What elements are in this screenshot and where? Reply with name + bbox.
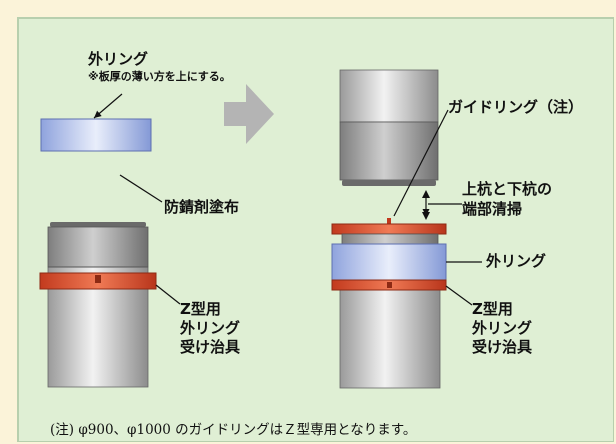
outer-ring-loose <box>40 118 152 152</box>
lower-pile-left <box>47 222 149 388</box>
label-z-holder-left-3: 受け治具 <box>180 338 241 356</box>
leader-z-holder-right <box>445 285 473 306</box>
leader-z-holder-left <box>155 284 181 305</box>
upper-pile <box>339 69 439 186</box>
label-end-cleaning-2: 端部清掃 <box>462 200 523 218</box>
footnote: (注) φ900、φ1000 のガイドリングはＺ型専用となります。 <box>50 422 417 438</box>
lower-pile-right <box>339 233 441 389</box>
label-z-holder-right-1: Z型用 <box>472 300 513 318</box>
label-z-holder-left-2: 外リング <box>180 319 241 337</box>
label-outer-ring-note: ※板厚の薄い方を上にする。 <box>88 70 231 83</box>
label-z-holder-right-2: 外リング <box>472 319 533 337</box>
leader-outer-ring <box>93 93 123 119</box>
label-rust-coating: 防錆剤塗布 <box>164 198 240 216</box>
label-outer-ring-right: 外リング <box>486 252 547 270</box>
label-outer-ring-top: 外リング <box>88 50 149 68</box>
leader-guide-ring <box>393 109 449 217</box>
outer-ring-fitted <box>331 243 447 281</box>
label-guide-ring: ガイドリング（注） <box>448 98 584 116</box>
label-end-cleaning-1: 上杭と下杭の <box>462 180 553 198</box>
z-holder-jig-left <box>39 272 157 290</box>
label-z-holder-left-1: Z型用 <box>180 300 221 318</box>
leader-rust-coating <box>119 174 163 203</box>
process-arrow <box>224 84 274 144</box>
z-holder-jig-right <box>331 279 447 291</box>
label-z-holder-right-3: 受け治具 <box>472 338 533 356</box>
